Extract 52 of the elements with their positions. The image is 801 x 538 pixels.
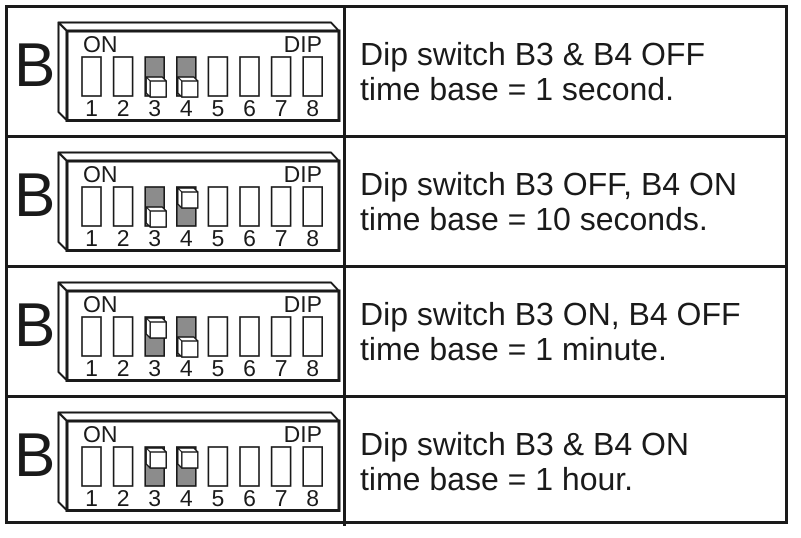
switch-number: 5: [212, 227, 224, 250]
switch-bank-label: B: [14, 165, 56, 227]
dip-label: DIP: [284, 33, 322, 56]
switch-bank-label: B: [14, 295, 56, 357]
switch-number: 4: [180, 357, 193, 380]
switch-number: 8: [306, 357, 320, 380]
switch-number: 8: [306, 97, 320, 120]
time-base-text: time base = 10 seconds.: [360, 203, 708, 235]
dip-label: DIP: [284, 163, 322, 186]
switch-number: 6: [243, 97, 256, 120]
switch-number: 5: [212, 487, 224, 510]
switch-number: 7: [274, 487, 288, 510]
on-label: ON: [83, 423, 118, 446]
switch-number: 5: [212, 357, 224, 380]
switch-number: 1: [85, 97, 98, 120]
switch-number: 2: [116, 227, 130, 250]
on-label: ON: [83, 293, 118, 316]
switch-number: 4: [180, 97, 193, 120]
switch-bank-label: B: [14, 425, 56, 487]
switch-setting-text: Dip switch B3 OFF, B4 ON: [360, 168, 737, 200]
switch-number: 2: [116, 357, 130, 380]
dip-label: DIP: [284, 293, 322, 316]
on-label: ON: [83, 33, 118, 56]
switch-setting-text: Dip switch B3 & B4 ON: [360, 428, 689, 460]
time-base-text: time base = 1 minute.: [360, 333, 667, 365]
switch-number: 7: [274, 97, 288, 120]
switch-number: 8: [306, 227, 320, 250]
switch-number: 2: [116, 97, 130, 120]
switch-number: 2: [116, 487, 130, 510]
switch-number: 8: [306, 487, 320, 510]
switch-number: 6: [243, 487, 256, 510]
switch-number: 4: [180, 487, 193, 510]
switch-number: 7: [274, 357, 288, 380]
switch-number: 7: [274, 227, 288, 250]
time-base-text: time base = 1 second.: [360, 73, 674, 105]
switch-number: 6: [243, 227, 256, 250]
on-label: ON: [83, 163, 118, 186]
switch-setting-text: Dip switch B3 ON, B4 OFF: [360, 298, 741, 330]
switch-number: 4: [180, 227, 193, 250]
switch-bank-label: B: [14, 35, 56, 97]
switch-number: 5: [212, 97, 224, 120]
switch-number: 3: [148, 97, 162, 120]
switch-number: 3: [148, 357, 162, 380]
time-base-text: time base = 1 hour.: [360, 463, 634, 495]
switch-number: 1: [85, 357, 98, 380]
switch-number: 1: [85, 227, 98, 250]
switch-number: 3: [148, 227, 162, 250]
switch-number: 6: [243, 357, 256, 380]
switch-setting-text: Dip switch B3 & B4 OFF: [360, 38, 705, 70]
switch-number: 1: [85, 487, 98, 510]
switch-number: 3: [148, 487, 162, 510]
dip-label: DIP: [284, 423, 322, 446]
